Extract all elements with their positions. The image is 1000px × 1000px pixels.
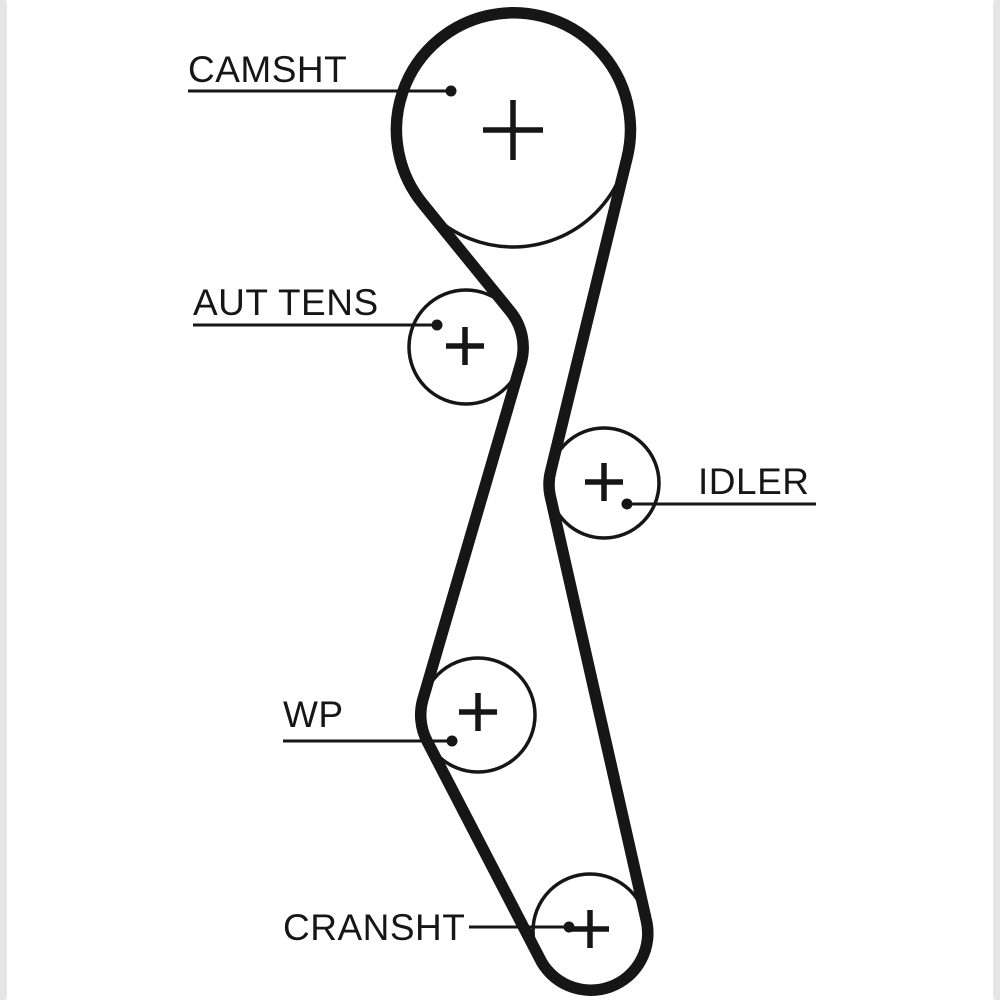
timing-belt bbox=[390, 7, 654, 996]
leader-lines bbox=[188, 89, 816, 929]
crankshaft-center-mark bbox=[571, 910, 609, 948]
idler-label: IDLER bbox=[698, 461, 809, 502]
crankshaft-leader-dot bbox=[563, 921, 575, 933]
idler-center-mark bbox=[585, 463, 623, 501]
water-pump-center-mark bbox=[459, 693, 497, 731]
leader-dots bbox=[431, 85, 633, 933]
pulley-circles bbox=[394, 11, 661, 990]
left-edge-shade bbox=[0, 0, 7, 1000]
camshaft-center-mark bbox=[483, 100, 543, 160]
camshaft-leader-dot bbox=[445, 85, 457, 97]
tensioner-leader-dot bbox=[431, 319, 443, 331]
camshaft-label: CAMSHT bbox=[188, 49, 347, 90]
labels: CAMSHT AUT TENS IDLER WP CRANSHT bbox=[188, 49, 809, 948]
right-edge-shade bbox=[993, 0, 1000, 1000]
water-pump-leader-dot bbox=[446, 735, 458, 747]
tensioner-label: AUT TENS bbox=[193, 282, 379, 323]
water-pump-label: WP bbox=[283, 694, 344, 735]
center-marks bbox=[446, 100, 623, 948]
crankshaft-label: CRANSHT bbox=[283, 907, 465, 948]
tensioner-center-mark bbox=[446, 327, 484, 365]
idler-leader-dot bbox=[621, 498, 633, 510]
